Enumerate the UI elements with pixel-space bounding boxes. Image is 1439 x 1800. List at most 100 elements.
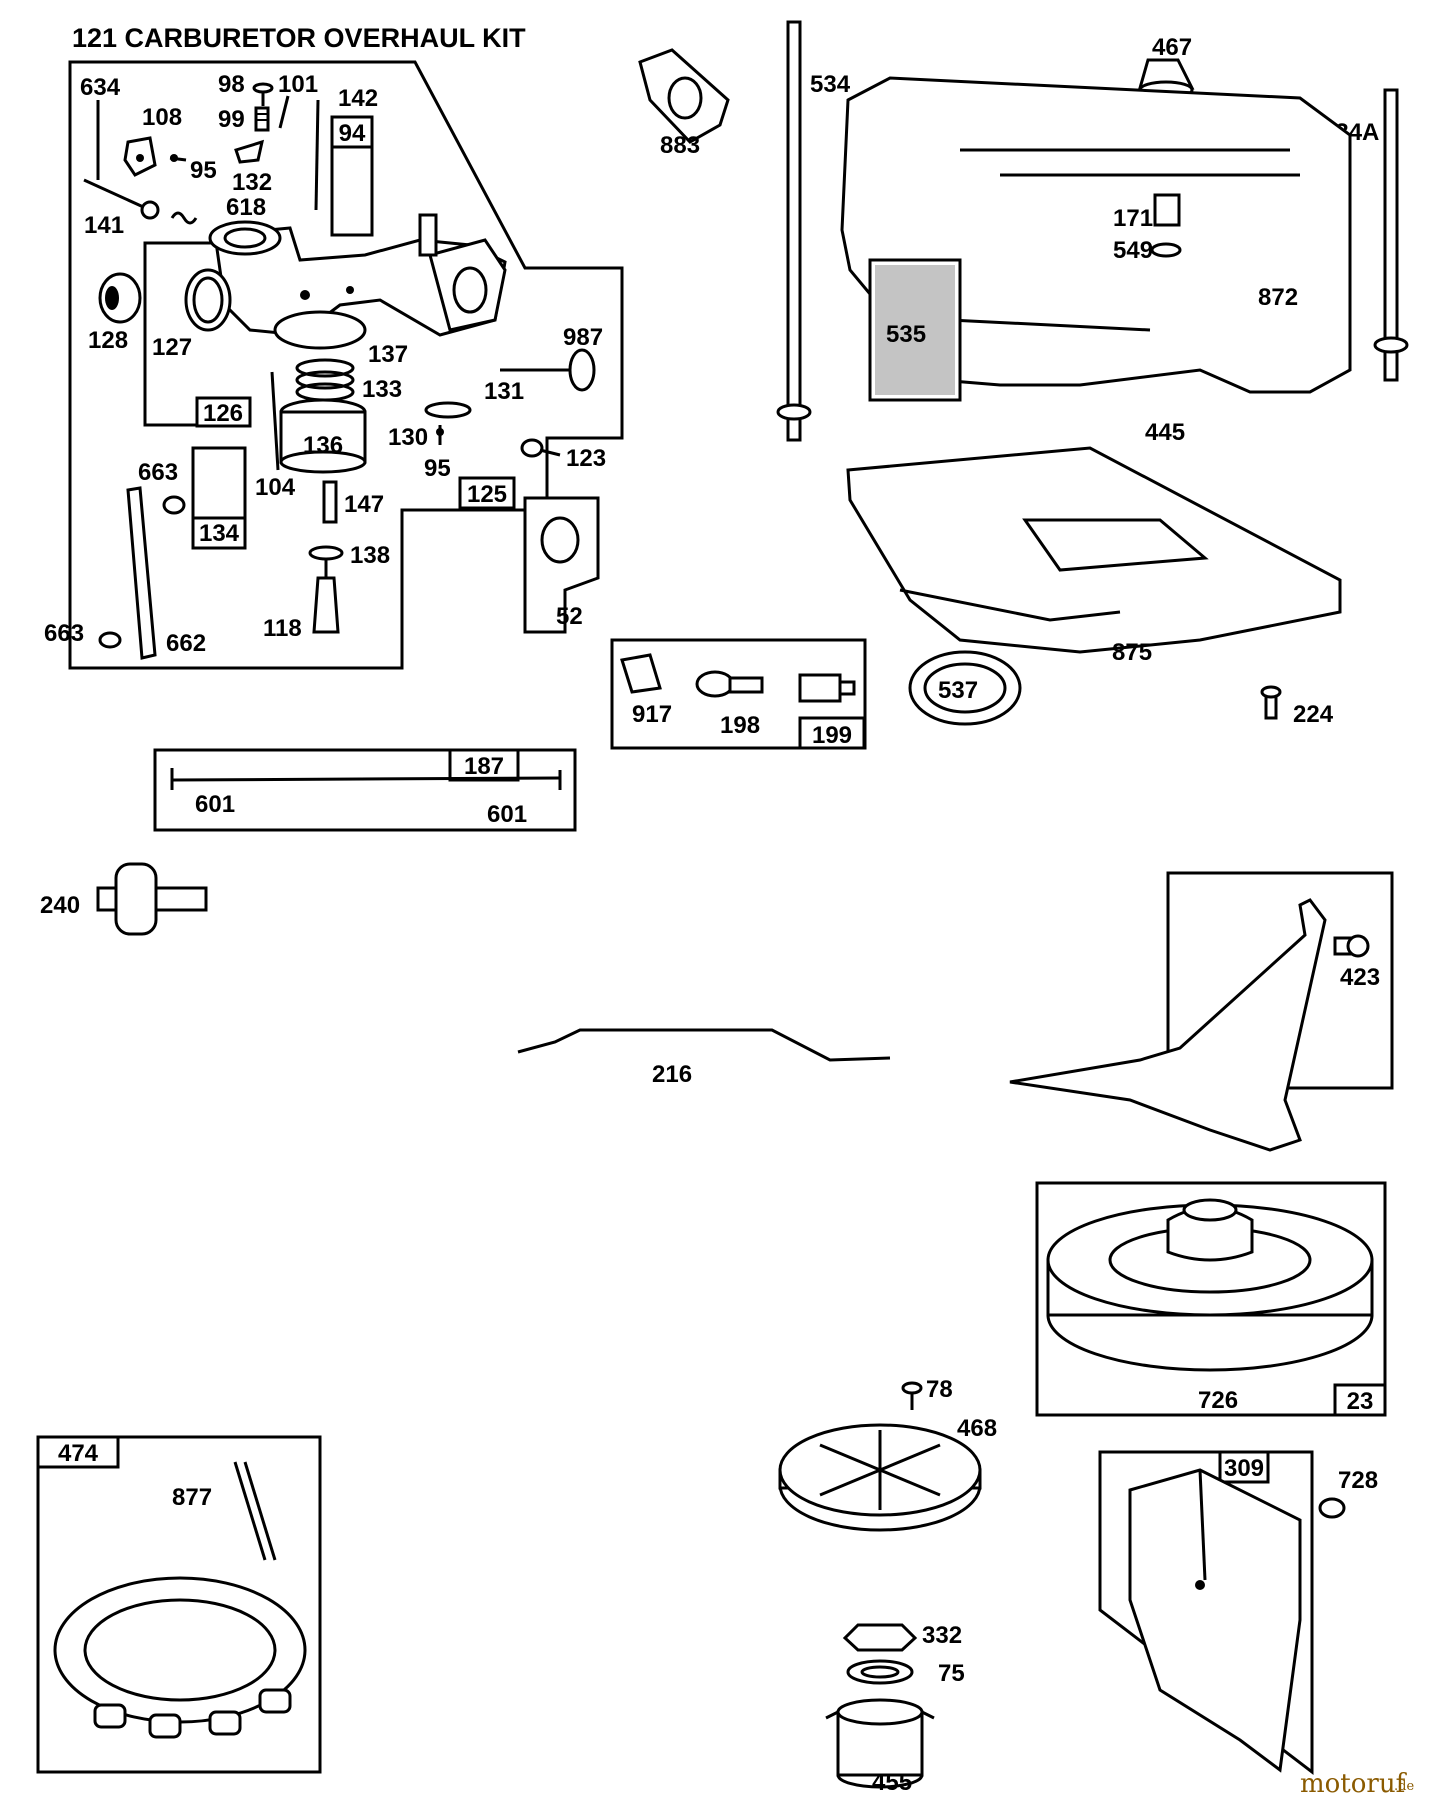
part-label-423: 423 — [1340, 964, 1380, 991]
part-537-seal — [908, 650, 1022, 726]
part-662-link — [126, 486, 157, 660]
part-883-gasket — [638, 48, 730, 144]
part-label-128: 128 — [88, 327, 128, 354]
part-label-987: 987 — [563, 324, 603, 351]
part-label-23: 23 — [1347, 1388, 1374, 1415]
part-label-101: 101 — [278, 71, 318, 98]
part-label-95a: 95 — [190, 157, 217, 184]
part-535-filter — [868, 258, 962, 402]
part-label-883: 883 — [660, 132, 700, 159]
part-label-187: 187 — [464, 753, 504, 780]
part-label-467: 467 — [1152, 34, 1192, 61]
part-label-224: 224 — [1293, 701, 1334, 728]
part-label-108: 108 — [142, 104, 182, 131]
part-label-142: 142 — [338, 85, 378, 112]
part-label-147: 147 — [344, 491, 384, 518]
part-147-screw — [322, 480, 338, 524]
part-label-875: 875 — [1112, 639, 1152, 666]
part-label-917: 917 — [632, 701, 672, 728]
part-label-468: 468 — [957, 1415, 997, 1442]
part-label-171: 171 — [1113, 205, 1153, 232]
part-box-134 — [191, 516, 247, 550]
part-label-78: 78 — [926, 1376, 953, 1403]
part-box-94 — [330, 115, 374, 149]
part-label-127: 127 — [152, 334, 192, 361]
part-95-clip — [169, 154, 187, 162]
part-label-535: 535 — [886, 321, 926, 348]
part-987-screw — [500, 348, 596, 392]
part-128-plug — [98, 272, 142, 324]
part-label-309: 309 — [1224, 1455, 1264, 1482]
part-534-stud — [776, 20, 812, 442]
part-label-445: 445 — [1145, 419, 1185, 446]
part-label-618: 618 — [226, 194, 266, 221]
part-label-141: 141 — [84, 212, 124, 239]
part-label-52: 52 — [556, 603, 583, 630]
part-309-bracket — [1128, 1468, 1302, 1773]
part-127-gasket — [184, 268, 232, 332]
part-618-spring — [170, 211, 198, 225]
part-141-shaft — [83, 178, 160, 220]
part-label-663a: 663 — [138, 459, 178, 486]
part-663b-clip — [98, 631, 122, 649]
part-label-130: 130 — [388, 424, 428, 451]
part-75-washer — [846, 1659, 914, 1685]
part-171-spacer — [1153, 193, 1181, 227]
part-label-877: 877 — [172, 1484, 212, 1511]
part-199-valve — [798, 673, 856, 703]
watermark-brand: motoruf — [1300, 1769, 1408, 1799]
part-99-spring — [254, 106, 270, 132]
part-label-94: 94 — [339, 120, 366, 147]
part-label-534: 534 — [810, 71, 851, 98]
part-label-123: 123 — [566, 445, 606, 472]
part-917-clamp — [620, 653, 662, 694]
part-label-95b: 95 — [424, 455, 451, 482]
part-455-cup — [825, 1698, 935, 1789]
part-872-cover — [840, 76, 1352, 394]
part-box-474 — [36, 1435, 120, 1469]
part-box-199 — [798, 716, 866, 750]
part-label-872: 872 — [1258, 284, 1298, 311]
part-549-washer — [1150, 242, 1182, 258]
part-label-728: 728 — [1338, 1467, 1378, 1494]
part-label-537: 537 — [938, 677, 978, 704]
part-104-pin — [270, 371, 280, 471]
part-label-126: 126 — [203, 400, 243, 427]
part-198-fitting — [695, 670, 764, 698]
part-label-137: 137 — [368, 341, 408, 368]
part-label-99: 99 — [218, 106, 245, 133]
part-label-134: 134 — [199, 520, 240, 547]
part-label-198: 198 — [720, 712, 760, 739]
part-101-pin — [278, 95, 290, 129]
part-468-gear — [778, 1423, 982, 1532]
part-130-washer — [424, 401, 472, 419]
part-label-98: 98 — [218, 71, 245, 98]
part-label-663b: 663 — [44, 620, 84, 647]
part-label-474: 474 — [58, 1440, 99, 1467]
part-123-screw — [520, 438, 561, 458]
carburetor-body — [208, 213, 507, 350]
part-132-lever — [234, 139, 265, 164]
part-label-662: 662 — [166, 630, 206, 657]
part-box-187 — [448, 748, 520, 782]
part-108-plate — [123, 136, 157, 177]
part-label-455: 455 — [872, 1769, 912, 1796]
part-label-138: 138 — [350, 542, 390, 569]
part-142-needle — [314, 99, 320, 211]
part-726-flywheel — [1046, 1198, 1374, 1372]
part-box-126 — [195, 396, 252, 428]
part-78-screw — [901, 1381, 923, 1410]
part-138-oring — [308, 545, 344, 561]
part-label-240: 240 — [40, 892, 80, 919]
part-118-needle-valve — [312, 560, 340, 634]
part-box-309 — [1218, 1450, 1270, 1484]
kit-title: 121 CARBURETOR OVERHAUL KIT — [72, 23, 526, 53]
part-187-rod — [170, 768, 562, 790]
carburetor-kit-outline — [68, 60, 624, 670]
part-label-199: 199 — [812, 722, 852, 749]
part-52-gasket — [523, 496, 600, 634]
part-label-136: 136 — [303, 432, 343, 459]
part-label-601a: 601 — [195, 791, 235, 818]
part-label-131: 131 — [484, 378, 524, 405]
part-label-132: 132 — [232, 169, 272, 196]
